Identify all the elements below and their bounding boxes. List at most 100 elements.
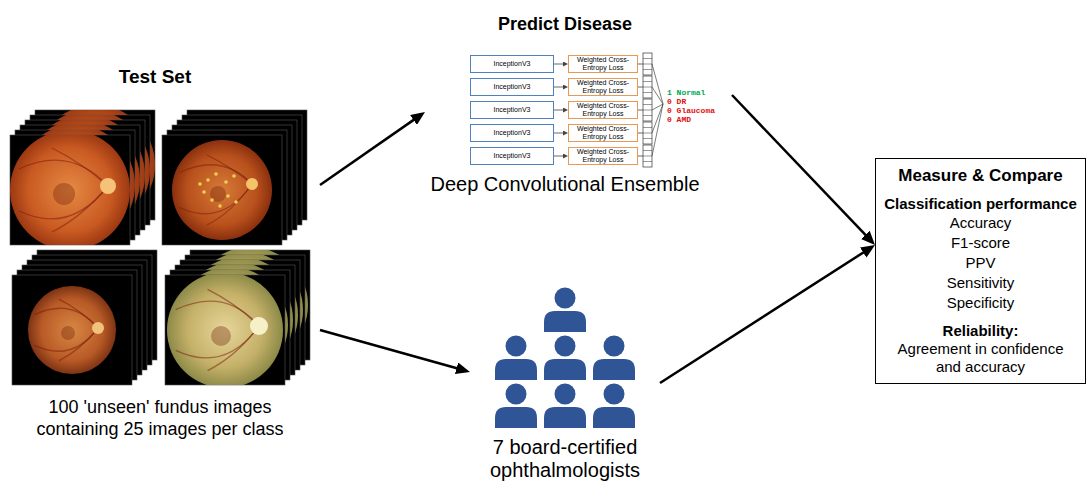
- vector-cell: [643, 64, 652, 65]
- image-card: [12, 275, 132, 385]
- model-name: InceptionV3: [494, 106, 531, 114]
- output-label: 0 Glaucoma: [667, 106, 715, 115]
- person-icon: [544, 384, 586, 429]
- vector-cell: [643, 127, 652, 128]
- layer-connector: [554, 64, 564, 65]
- caption-text: 7 board-certified ophthalmologists: [470, 436, 660, 482]
- model-box: InceptionV3: [470, 78, 554, 96]
- vector-cell: [643, 58, 652, 59]
- reader-group: 7 board-certified ophthalmologists: [470, 285, 660, 490]
- person-head: [555, 288, 576, 309]
- vector-cell: [643, 150, 652, 151]
- person-head: [506, 384, 527, 405]
- person-body: [593, 407, 635, 428]
- ensemble-group: Predict DiseaseDeep Convolutional Ensemb…: [425, 8, 732, 200]
- metric-item: F1-score: [951, 233, 1010, 253]
- vector-cell: [643, 69, 652, 70]
- output-vector: [643, 145, 652, 167]
- vote-line: [652, 87, 663, 104]
- person-icon: [593, 384, 635, 429]
- drusen-spot: [198, 182, 202, 186]
- loss-box: Weighted Cross-Entropy Loss: [568, 147, 638, 165]
- person-icon: [544, 288, 586, 333]
- person-head: [604, 384, 625, 405]
- drusen-spot: [232, 174, 236, 178]
- results-box: Measure & CompareClassification performa…: [875, 158, 1086, 384]
- fundus-image: [165, 272, 285, 388]
- layer-connector: [554, 156, 564, 157]
- fovea: [53, 183, 75, 205]
- blood-vessel: [52, 148, 108, 186]
- person-body: [495, 407, 537, 428]
- wire: [638, 110, 643, 111]
- section-heading: Test Set: [55, 66, 255, 89]
- model-name: InceptionV3: [494, 152, 531, 160]
- blood-vessel: [207, 184, 252, 225]
- optic-disc: [250, 317, 268, 335]
- vector-bar: [643, 145, 652, 167]
- retina: [28, 286, 116, 374]
- loss-name: Weighted Cross-Entropy Loss: [571, 148, 635, 164]
- optic-disc: [92, 322, 104, 334]
- people-icons: [495, 288, 635, 429]
- person-body: [544, 359, 586, 380]
- box-heading: Measure & Compare: [898, 166, 1062, 186]
- layer-connector: [554, 133, 564, 134]
- vector-cell: [643, 115, 652, 116]
- loss-name: Weighted Cross-Entropy Loss: [571, 125, 635, 141]
- loss-name: Weighted Cross-Entropy Loss: [571, 102, 635, 118]
- drusen-spot: [202, 190, 206, 194]
- vote-line: [652, 64, 663, 104]
- fundus-stacks: [10, 105, 310, 388]
- wire: [638, 87, 643, 88]
- drusen-spot: [206, 178, 210, 182]
- loss-box: Weighted Cross-Entropy Loss: [568, 124, 638, 142]
- vector-cell: [643, 87, 652, 88]
- person-icon: [593, 336, 635, 381]
- vector-cell: [643, 104, 652, 105]
- fundus-image: [162, 135, 282, 245]
- caption-text: 100 'unseen' fundus images containing 25…: [15, 396, 305, 440]
- retina: [167, 275, 283, 385]
- test-set-group: Test Set 100 'unseen' fundus images conta…: [0, 60, 320, 445]
- vector-cell: [643, 156, 652, 157]
- fovea: [61, 326, 75, 340]
- retina: [10, 135, 130, 245]
- model-box: InceptionV3: [470, 55, 554, 73]
- loss-box: Weighted Cross-Entropy Loss: [568, 55, 638, 73]
- image-card: [162, 135, 282, 245]
- model-name: InceptionV3: [494, 83, 531, 91]
- wire: [638, 133, 643, 134]
- subheading: Reliability:: [943, 322, 1019, 340]
- model-name: InceptionV3: [494, 60, 531, 68]
- vector-cell: [643, 92, 652, 93]
- loss-name: Weighted Cross-Entropy Loss: [571, 56, 635, 72]
- loss-box: Weighted Cross-Entropy Loss: [568, 101, 638, 119]
- blood-vessel: [59, 299, 98, 328]
- metric-item: PPV: [965, 253, 995, 273]
- fovea: [210, 186, 226, 202]
- flow-arrow: [320, 117, 418, 185]
- person-head: [506, 336, 527, 357]
- vector-cell: [643, 133, 652, 134]
- layer-connector: [554, 87, 564, 88]
- drusen-spot: [226, 194, 230, 198]
- optic-disc: [100, 178, 116, 194]
- wire: [638, 64, 643, 65]
- flow-arrow: [660, 250, 867, 383]
- loss-name: Weighted Cross-Entropy Loss: [571, 79, 635, 95]
- output-vector: [643, 76, 652, 98]
- blood-vessel: [208, 326, 259, 371]
- subheading: Classification performance: [884, 195, 1077, 213]
- drusen-spot: [214, 172, 218, 176]
- metric-item: Agreement in confidence and accuracy: [884, 340, 1077, 376]
- output-vector: [643, 53, 652, 75]
- section-heading: Predict Disease: [455, 14, 675, 36]
- loss-box: Weighted Cross-Entropy Loss: [568, 78, 638, 96]
- vector-bar: [643, 99, 652, 121]
- blood-vessel: [180, 184, 253, 214]
- vector-bar: [643, 122, 652, 144]
- person-body: [544, 407, 586, 428]
- person-head: [555, 384, 576, 405]
